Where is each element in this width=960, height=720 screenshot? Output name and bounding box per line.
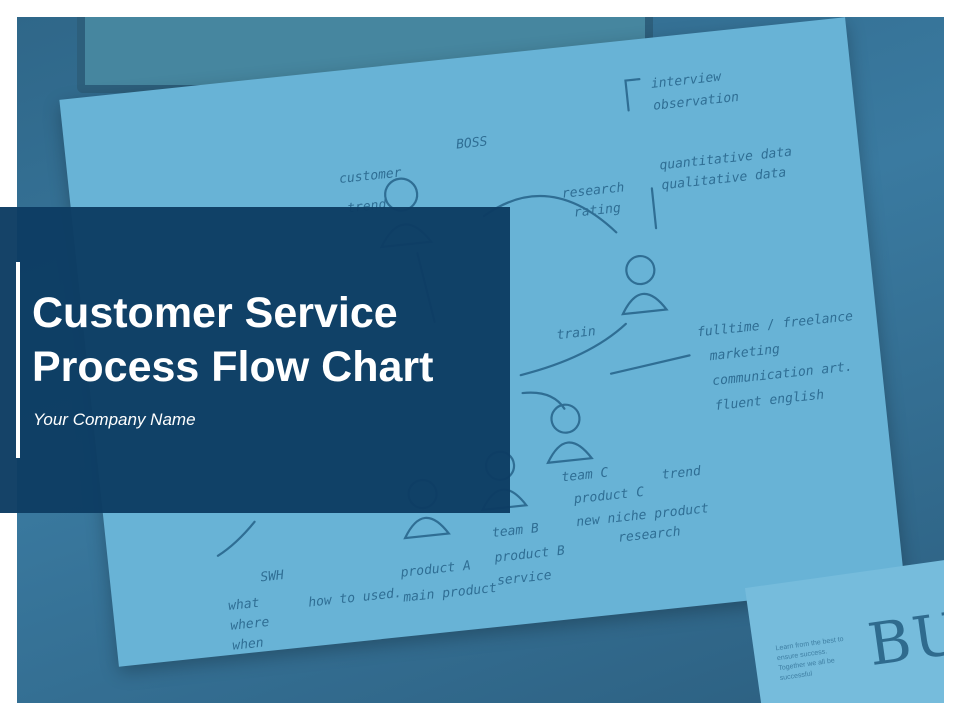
sketch-note: new niche product [576, 501, 710, 530]
sketch-note: fulltime / freelance [696, 309, 853, 340]
sketch-note: research [617, 524, 681, 545]
sketch-note: marketing [708, 342, 781, 364]
sketch-note: customer [338, 166, 402, 187]
title-panel [0, 207, 510, 513]
accent-bar [16, 262, 20, 458]
sketch-note: fluent english [714, 388, 825, 414]
sketch-note: how to used. [308, 586, 403, 611]
slide-title: Customer Service Process Flow Chart [32, 286, 502, 394]
sketch-note: SWH [260, 568, 285, 585]
sketch-note: research [561, 180, 625, 201]
sketch-note: when [232, 636, 265, 654]
arrow-icon [521, 391, 566, 410]
sketch-note: team B [491, 521, 539, 541]
sketch-note: train [556, 324, 596, 343]
arrow-icon [519, 322, 627, 377]
person-icon [546, 441, 594, 465]
arrow-icon [216, 520, 256, 557]
arrow-icon [624, 78, 641, 112]
sketch-note: BOSS [455, 134, 488, 152]
sketch-note: product C [572, 485, 645, 507]
company-name: Your Company Name [33, 410, 196, 429]
person-icon [625, 254, 656, 286]
person-icon [621, 292, 669, 316]
slide-title-line-2: Process Flow Chart [32, 343, 434, 391]
sketch-note: what [227, 596, 260, 614]
slide-title-line-1: Customer Service [32, 289, 398, 337]
sketch-note: interview [650, 69, 723, 91]
newspaper-heading: BU [863, 598, 944, 680]
arrow-icon [609, 354, 691, 375]
brace-line [650, 187, 658, 230]
sketch-note: communication art. [712, 359, 854, 389]
newspaper-text: Learn from the best to ensure success. T… [775, 635, 845, 683]
sketch-note: main product [402, 581, 498, 606]
arrow-icon [482, 195, 618, 234]
sketch-paper: customer trend BOSS interview observatio… [59, 17, 905, 667]
sketch-note: trend [661, 464, 702, 483]
sketch-drawing: customer trend BOSS interview observatio… [216, 69, 854, 654]
sketch-note: observation [653, 90, 740, 114]
sketch-note: service [496, 568, 552, 589]
sketch-note: rating [573, 201, 621, 221]
sketch-note: where [230, 615, 271, 634]
person-icon [550, 403, 581, 434]
person-icon [403, 516, 451, 540]
sketch-note: product B [493, 544, 566, 566]
sketch-note: product A [399, 558, 472, 580]
sketch-note: team C [561, 466, 609, 486]
